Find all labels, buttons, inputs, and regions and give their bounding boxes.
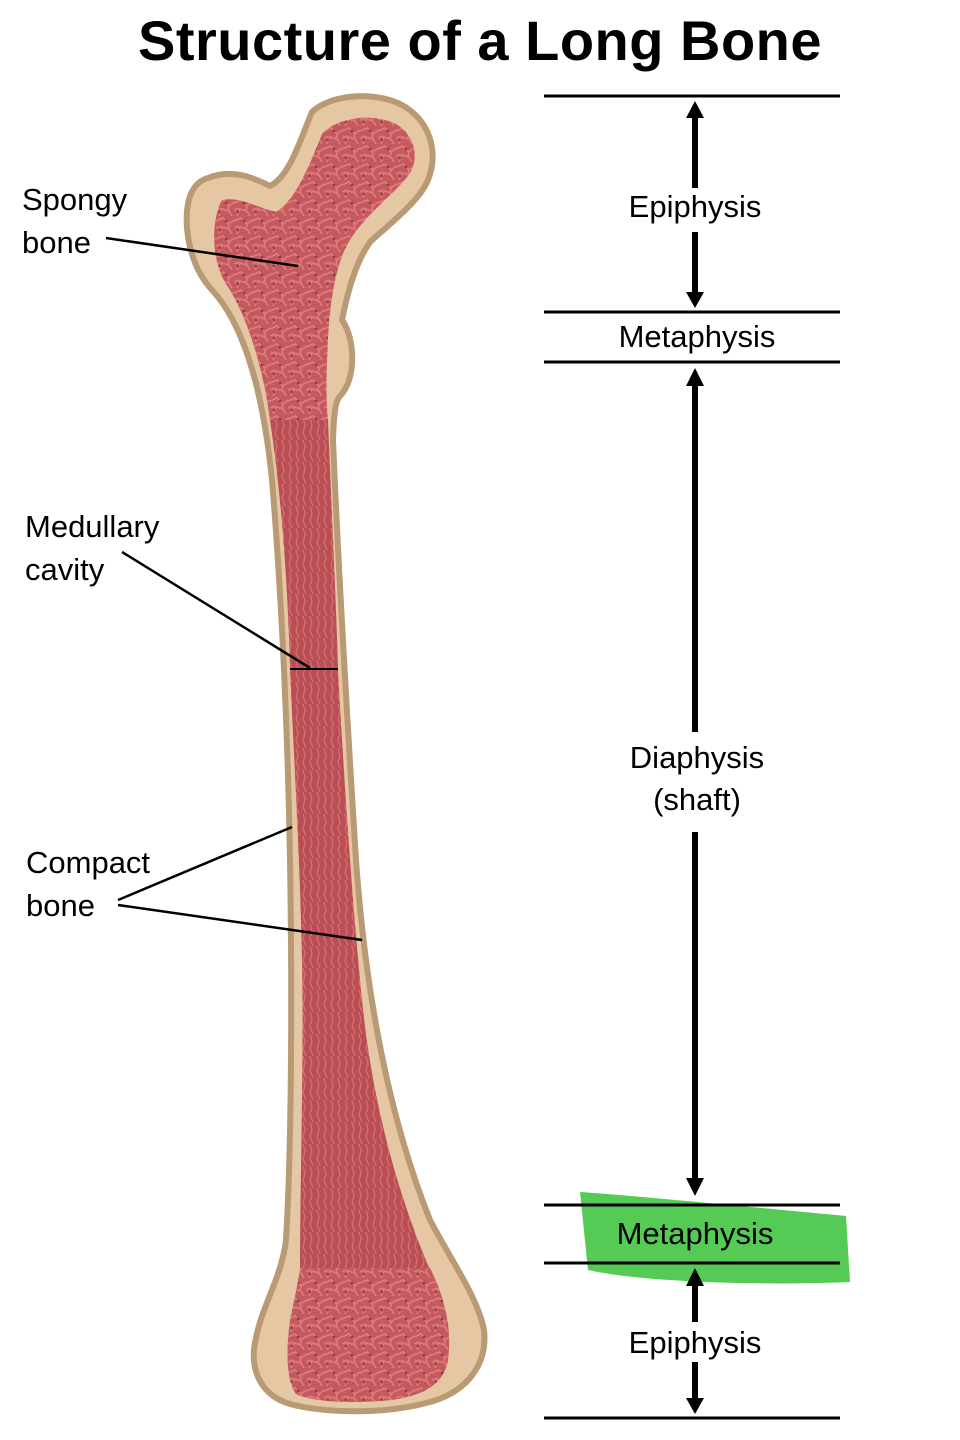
epiphysis-bottom-label: Epiphysis — [628, 1325, 762, 1360]
diaphysis-label: Diaphysis (shaft) — [597, 737, 797, 821]
diaphysis-label-line1: Diaphysis — [629, 740, 765, 775]
medullary-cavity-leader — [121, 550, 311, 670]
metaphysis-top-label: Metaphysis — [618, 319, 776, 354]
compact-bone-leader-2 — [117, 903, 363, 942]
metaphysis-highlight — [580, 1192, 850, 1284]
diaphysis-label-line2: (shaft) — [653, 782, 741, 817]
medullary-cavity-lower — [290, 670, 430, 1270]
medullary-cavity-shape — [270, 420, 338, 668]
compact-bone-label-line1: Compact — [26, 845, 151, 880]
spongy-bone-label-line2: bone — [22, 225, 91, 260]
epiphysis-top-label: Epiphysis — [628, 189, 762, 224]
compact-bone-label-line2: bone — [26, 888, 95, 923]
spongy-bone-top — [214, 117, 415, 420]
medullary-cavity-label-line2: cavity — [25, 552, 105, 587]
spongy-bone-leader — [105, 236, 299, 268]
compact-bone-label: Compact bone — [26, 841, 150, 927]
medullary-cavity-label: Medullary cavity — [25, 505, 159, 591]
spongy-bone-bottom — [287, 1268, 450, 1402]
page-title: Structure of a Long Bone — [138, 9, 822, 72]
compact-bone-leader-1 — [117, 825, 293, 902]
medullary-cavity-label-line1: Medullary — [25, 509, 160, 544]
metaphysis-bottom-label: Metaphysis — [616, 1216, 774, 1251]
spongy-bone-label-line1: Spongy — [22, 182, 128, 217]
arrows — [686, 101, 704, 1414]
spongy-bone-label: Spongy bone — [22, 178, 127, 264]
